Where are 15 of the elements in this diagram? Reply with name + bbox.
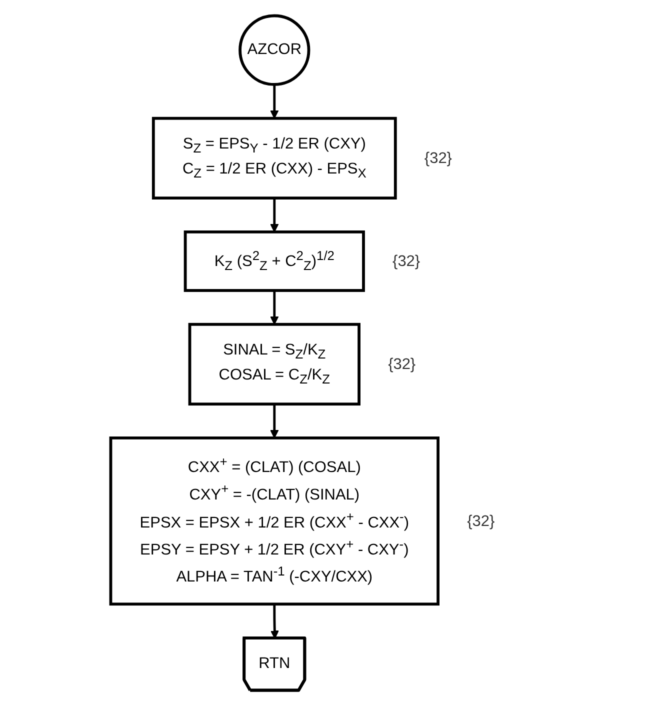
process-box: CXX$^{+}$ = (CLAT) (COSAL) CXY$^{+}$ = -(CLAT) (SINAL) EPSX = EPSX + 1/2 ER (CXX$^{+}$ - CXX$^{-}$) EPSY = EPSY + 1/2 ER (CXY$^{+}$ - CXY$^{-}$) ALPHA = TAN$^{-1}$ (-CXY/CXX) (109, 436, 440, 606)
process-box: SINAL = S$_{Z}$/K$_{Z}$ COSAL = C$_{Z}$/K$_{Z}$ (188, 322, 360, 406)
off-page-connector: RTN (242, 636, 306, 692)
reference-note: {32} (466, 512, 495, 530)
reference-note: {32} (392, 253, 420, 270)
reference-note: {32} (388, 356, 416, 374)
process-box: S$_{Z}$ = EPS$_{Y}$ - 1/2 ER (CXY) C$_{Z}$ = 1/2 ER (CXX) - EPS$_{X}$ (152, 116, 397, 200)
reference-note: {32} (424, 150, 452, 168)
arrow (270, 404, 279, 438)
connector-circle: AZCOR (238, 14, 310, 86)
arrow (270, 84, 279, 119)
arrow (270, 290, 279, 325)
process-box: K$_{Z}$ (S$^{2}$$_{Z}$ + C$^{2}$$_{Z}$)$^{1/2}$ (184, 230, 365, 292)
arrow (270, 198, 279, 232)
arrow (270, 604, 279, 639)
